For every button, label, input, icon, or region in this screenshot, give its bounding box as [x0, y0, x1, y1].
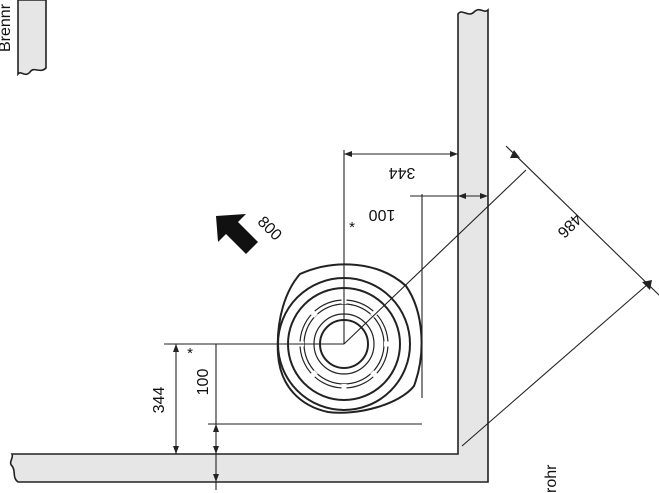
dim-486 — [343, 145, 659, 447]
top-left-plate — [17, 0, 47, 77]
dim-100-left — [208, 344, 422, 490]
dim-100-left-asterisk: * — [187, 345, 193, 362]
center-lines — [164, 150, 345, 345]
arrow-800-label: 800 — [254, 213, 285, 244]
dim-344-left-label: 344 — [151, 387, 168, 414]
direction-arrow-icon — [216, 214, 258, 254]
dim-100-top-asterisk: * — [349, 219, 355, 236]
dim-100-top-label: 100 — [369, 206, 396, 223]
top-left-cut-label: Brennr — [0, 3, 14, 52]
corner-wall — [9, 8, 489, 483]
dim-100-top — [410, 193, 488, 398]
dim-344-left — [173, 344, 179, 454]
dim-344-top-label: 344 — [389, 164, 416, 181]
dim-486-label: 486 — [554, 210, 585, 241]
bottom-right-cut-label: rohr — [543, 464, 560, 493]
dim-344-top — [344, 151, 458, 157]
dim-100-left-label: 100 — [195, 369, 212, 396]
